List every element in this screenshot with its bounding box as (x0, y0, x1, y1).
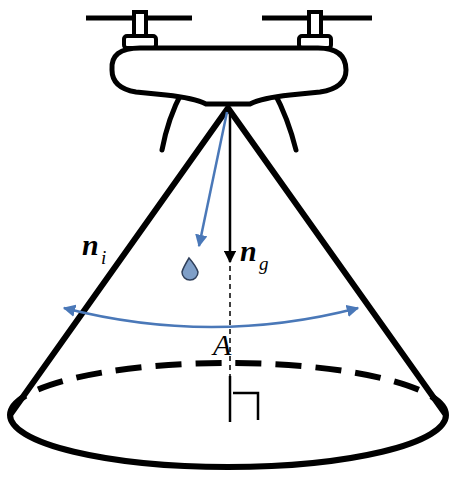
right-angle-mark (233, 393, 258, 420)
vector-subscript: i (101, 248, 106, 267)
spray-cone (10, 108, 446, 467)
vector-label: n (82, 230, 99, 260)
angle-label: A (213, 330, 231, 360)
gravity-arrow (229, 110, 232, 262)
axis-solid (229, 376, 232, 422)
vector-subscript: g (259, 254, 269, 273)
droplet-arrow (199, 112, 227, 246)
vector-label: n (240, 236, 257, 266)
propeller (86, 12, 372, 48)
angle-arc (64, 308, 358, 327)
droplet (182, 258, 198, 280)
drone-body (112, 48, 346, 104)
